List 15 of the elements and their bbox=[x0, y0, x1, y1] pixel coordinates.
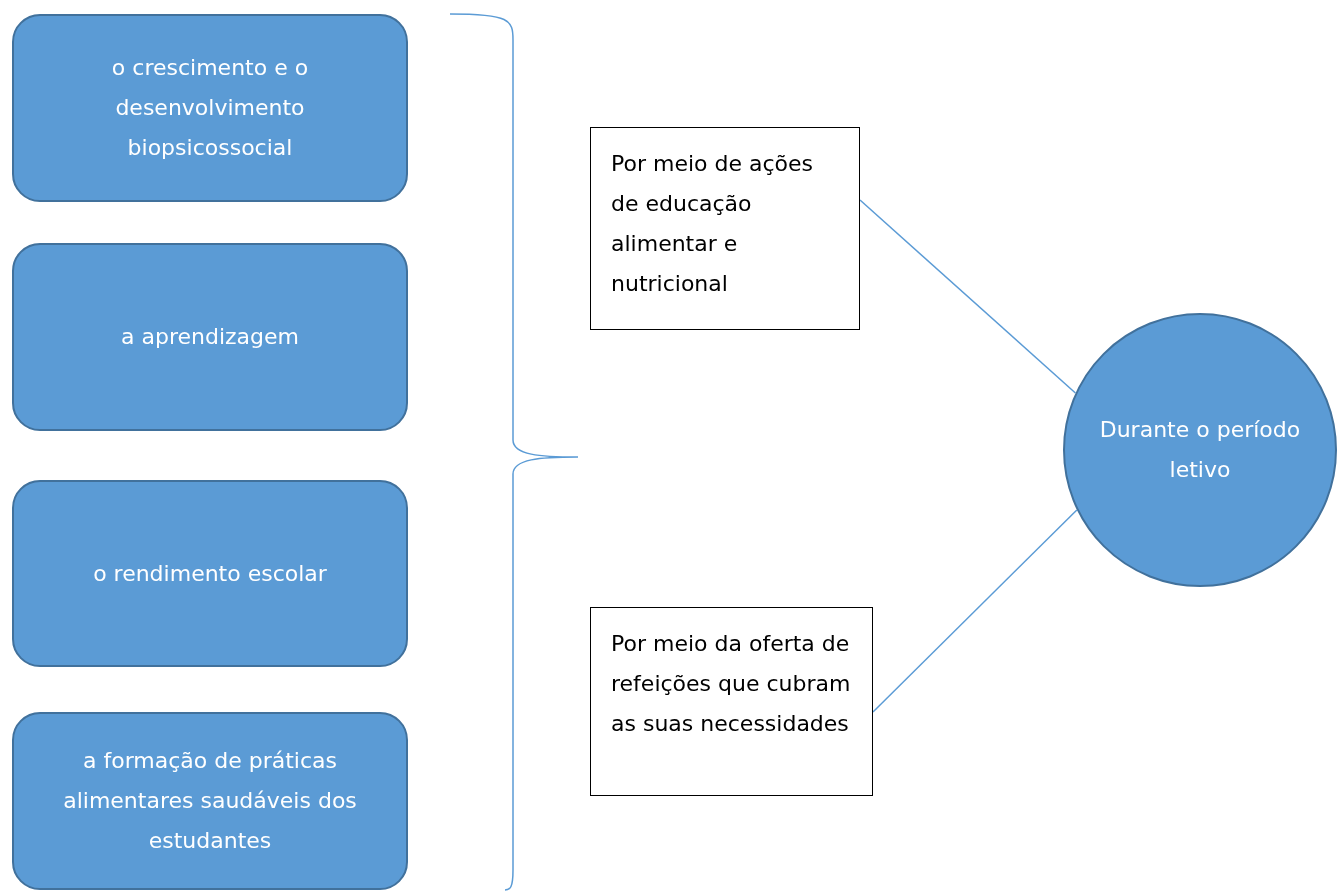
connector-line bbox=[859, 199, 1077, 394]
node-text: a aprendizagem bbox=[121, 323, 299, 351]
rounded-box bbox=[12, 480, 408, 667]
node-text: o crescimento e o desenvolvimento biopsicossocial bbox=[110, 54, 310, 162]
node-text: Por meio da oferta de refeições que cubram as suas necessidades bbox=[611, 630, 852, 738]
connector-line bbox=[872, 509, 1078, 713]
text-box bbox=[590, 127, 860, 330]
node-text: Por meio de ações de educação alimentar e nutricional bbox=[611, 150, 815, 298]
node-text: Durante o período letivo bbox=[1098, 416, 1302, 484]
node-text: a formação de práticas alimentares saudáveis dos estudantes bbox=[62, 747, 358, 855]
node-text: o rendimento escolar bbox=[93, 559, 327, 588]
rounded-box bbox=[12, 243, 408, 431]
rounded-box bbox=[12, 712, 408, 890]
rounded-box bbox=[12, 14, 408, 202]
text-box bbox=[590, 607, 873, 796]
